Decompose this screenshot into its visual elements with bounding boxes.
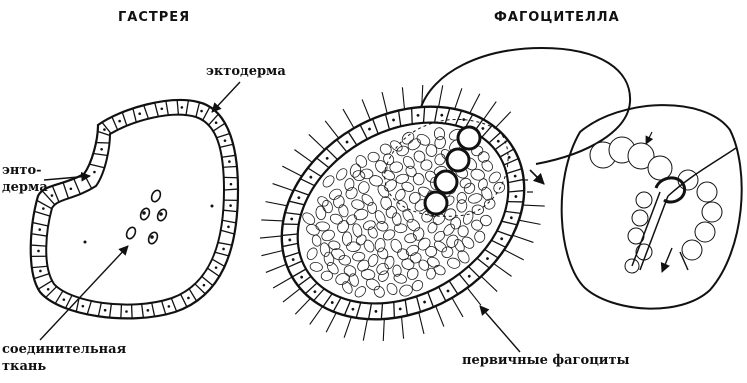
connective-pointer: [40, 246, 128, 340]
gastrea-figure: [31, 100, 238, 318]
detail-cells: [590, 137, 722, 273]
title-gastrea: ГАСТРЕЯ: [118, 10, 190, 25]
label-ectoderm: эктодерма: [206, 64, 286, 79]
gastrea-cell-boundaries: [31, 100, 238, 318]
phagocytes-pointer: [480, 306, 520, 352]
label-phagocytes: первичные фагоциты: [462, 353, 630, 368]
transfer-arrow: [530, 170, 544, 184]
connective-tissue-cells: [125, 189, 168, 245]
ectoderm-pointer: [212, 82, 240, 112]
label-endoderm-1: энто-: [2, 163, 42, 178]
detail-arrow-top: [646, 132, 652, 144]
gastrea-inner-wall: [46, 115, 224, 305]
endoderm-pointer: [44, 176, 90, 180]
detail-arrow-bottom: [662, 248, 672, 272]
gastrea-cell-nuclei: [37, 106, 232, 313]
gastrea-outer-wall: [31, 100, 238, 318]
label-connective-1: соединительная: [2, 342, 126, 357]
title-phagocytella: ФАГОЦИТЕЛЛА: [494, 10, 620, 25]
label-endoderm-2: дерма: [2, 180, 48, 195]
label-connective-2: ткань: [2, 359, 46, 374]
